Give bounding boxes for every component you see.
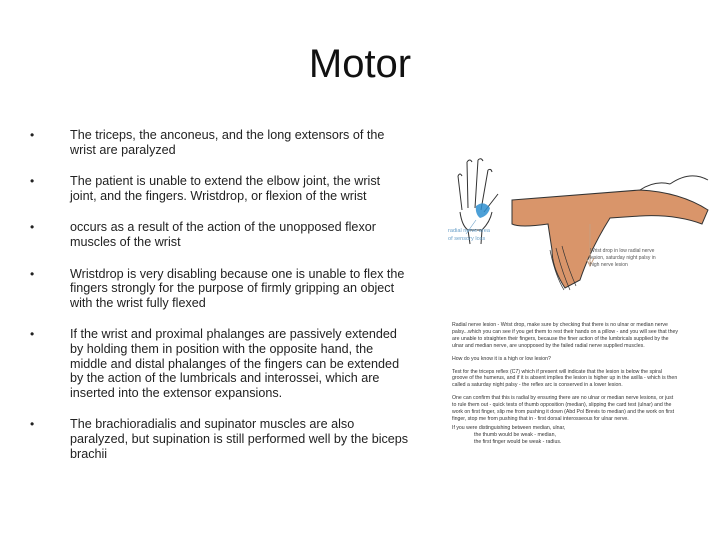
wristdrop-label-line1: Wrist drop in low radial nerve <box>590 248 655 254</box>
bullet-item: If the wrist and proximal phalanges are … <box>30 327 410 400</box>
note-signoff-line: If you were distinguishing between media… <box>452 424 566 431</box>
pointer-line <box>465 219 477 235</box>
sensory-label-line1: radial nerve area <box>448 228 491 234</box>
bullet-item: The triceps, the anconeus, and the long … <box>30 128 410 157</box>
bullet-item: Wristdrop is very disabling because one … <box>30 267 410 311</box>
open-hand-drawing <box>457 158 499 245</box>
note-paragraph: Radial nerve lesion - Wrist drop, make s… <box>452 322 678 349</box>
wristdrop-label-line3: high nerve lesion <box>590 262 628 268</box>
sensory-loss-area <box>475 203 490 218</box>
wristdrop-arm-drawing <box>511 175 709 291</box>
note-paragraph: One can confirm that this is radial by e… <box>452 395 675 422</box>
bullet-item: The brachioradialis and supinator muscle… <box>30 417 410 461</box>
note-signoff-line: the first finger would be weak - radius. <box>474 438 562 445</box>
sensory-label-line2: of sensory loss <box>448 236 486 242</box>
bullet-list: The triceps, the anconeus, and the long … <box>30 128 410 461</box>
slide-title: Motor <box>308 42 412 86</box>
figure-notes: Radial nerve lesion - Wrist drop, make s… <box>452 322 678 446</box>
note-signoff-line: the thumb would be weak - median, <box>474 431 556 438</box>
bullet-item: occurs as a result of the action of the … <box>30 220 410 249</box>
wristdrop-illustration: radial nerve area of sensory loss Wrist … <box>448 158 709 291</box>
note-paragraph: Test for the triceps reflex (C7) which i… <box>452 368 678 389</box>
wristdrop-label-line2: lesion, saturday night palsy in <box>590 255 656 261</box>
drop-arrow-icon <box>585 224 595 268</box>
note-paragraph: How do you know it is a high or low lesi… <box>452 355 551 362</box>
bullet-item: The patient is unable to extend the elbo… <box>30 174 410 203</box>
